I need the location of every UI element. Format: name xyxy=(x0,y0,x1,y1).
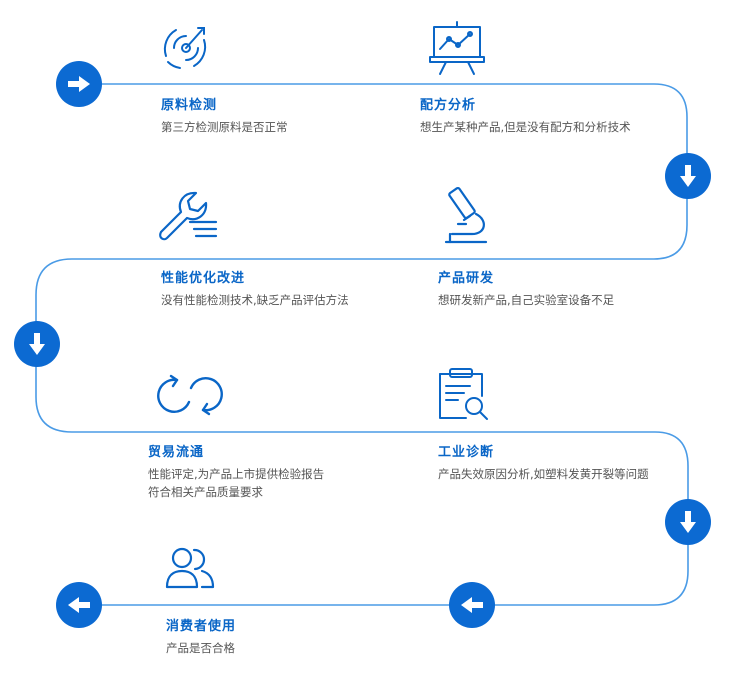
step-formula-analysis: 配方分析 想生产某种产品,但是没有配方和分析技术 xyxy=(420,97,631,136)
arrow-down-icon xyxy=(665,499,711,545)
step-desc: 想研发新产品,自己实验室设备不足 xyxy=(438,293,615,307)
arrow-left-icon xyxy=(56,582,102,628)
recycle-arrows-icon xyxy=(157,374,223,416)
step-desc: 第三方检测原料是否正常 xyxy=(161,120,288,134)
step-desc: 性能评定,为产品上市提供检验报告 xyxy=(148,467,325,481)
step-title: 性能优化改进 xyxy=(161,271,246,286)
arrow-left-icon xyxy=(449,582,495,628)
step-title: 贸易流通 xyxy=(148,445,205,460)
clipboard-search-icon xyxy=(439,368,488,420)
step-title: 配方分析 xyxy=(420,98,477,113)
step-consumer-use: 消费者使用 产品是否合格 xyxy=(166,618,236,657)
step-title: 产品研发 xyxy=(438,271,495,286)
step-title: 原料检测 xyxy=(161,98,218,113)
users-icon xyxy=(165,547,215,589)
radar-icon xyxy=(163,27,207,69)
step-title: 工业诊断 xyxy=(438,445,495,460)
step-desc: 想生产某种产品,但是没有配方和分析技术 xyxy=(420,120,631,134)
step-product-development: 产品研发 想研发新产品,自己实验室设备不足 xyxy=(438,270,614,309)
step-desc: 产品失效原因分析,如塑料发黄开裂等问题 xyxy=(438,467,649,481)
presentation-chart-icon xyxy=(429,21,485,75)
arrow-down-icon xyxy=(665,153,711,199)
step-title: 消费者使用 xyxy=(166,619,237,634)
step-performance-optimization: 性能优化改进 没有性能检测技术,缺乏产品评估方法 xyxy=(161,270,349,309)
step-desc: 产品是否合格 xyxy=(166,641,235,655)
step-raw-material-testing: 原料检测 第三方检测原料是否正常 xyxy=(161,97,288,136)
wrench-icon xyxy=(159,191,218,241)
arrow-down-icon xyxy=(14,321,60,367)
step-desc: 符合相关产品质量要求 xyxy=(148,485,263,499)
microscope-icon xyxy=(444,186,488,244)
step-trade-circulation: 贸易流通 性能评定,为产品上市提供检验报告 符合相关产品质量要求 xyxy=(148,444,324,501)
step-desc: 没有性能检测技术,缺乏产品评估方法 xyxy=(161,293,349,307)
arrow-right-icon xyxy=(56,61,102,107)
step-industrial-diagnosis: 工业诊断 产品失效原因分析,如塑料发黄开裂等问题 xyxy=(438,444,649,483)
